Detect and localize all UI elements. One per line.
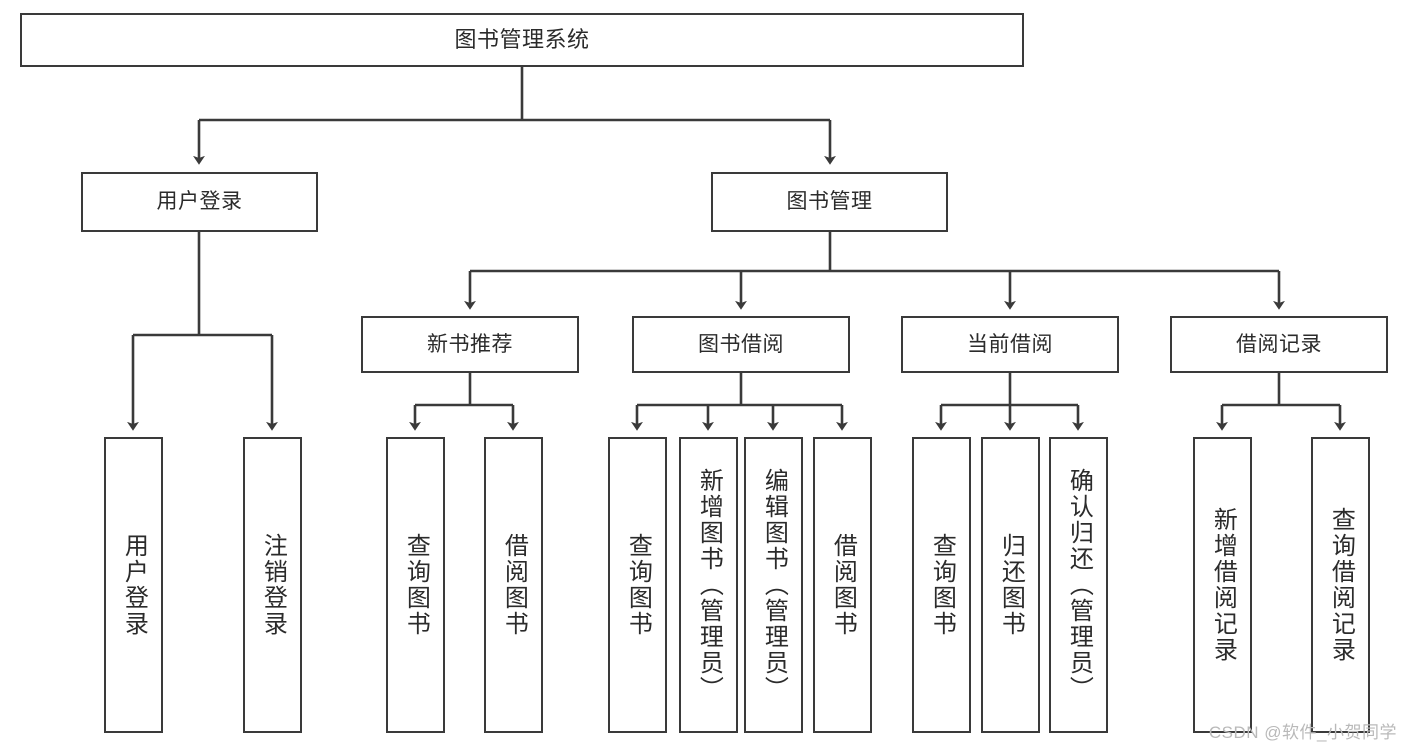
node-label: 借阅图书 <box>829 533 857 637</box>
node-label: 图书管理 <box>786 190 873 214</box>
node-label: 图书管理系统 <box>454 26 590 52</box>
leaf-logout[interactable]: 注销登录 <box>243 437 302 733</box>
node-label: 查询借阅记录 <box>1327 507 1355 663</box>
node-book-management[interactable]: 图书管理 <box>711 172 948 232</box>
node-label: 借阅图书 <box>500 533 528 637</box>
node-label: 确认归还（管理员） <box>1065 468 1093 702</box>
node-label: 编辑图书（管理员） <box>760 468 788 702</box>
node-label: 归还图书 <box>997 533 1025 637</box>
node-label: 图书借阅 <box>698 332 784 356</box>
leaf-confirm-return-admin[interactable]: 确认归还（管理员） <box>1049 437 1108 733</box>
node-label: 查询图书 <box>928 533 956 637</box>
leaf-borrow-books[interactable]: 借阅图书 <box>813 437 872 733</box>
leaf-query-books-new[interactable]: 查询图书 <box>386 437 445 733</box>
node-label: 新书推荐 <box>427 332 513 356</box>
node-label: 注销登录 <box>259 533 287 637</box>
node-label: 当前借阅 <box>967 332 1053 356</box>
leaf-borrow-books-new[interactable]: 借阅图书 <box>484 437 543 733</box>
node-root-book-management-system[interactable]: 图书管理系统 <box>20 13 1024 67</box>
node-current-borrowing[interactable]: 当前借阅 <box>901 316 1119 373</box>
node-label: 用户登录 <box>156 190 243 214</box>
leaf-query-borrow-record[interactable]: 查询借阅记录 <box>1311 437 1370 733</box>
node-borrow-records[interactable]: 借阅记录 <box>1170 316 1388 373</box>
leaf-user-login[interactable]: 用户登录 <box>104 437 163 733</box>
node-new-book-recommendation[interactable]: 新书推荐 <box>361 316 579 373</box>
node-label: 查询图书 <box>402 533 430 637</box>
node-label: 借阅记录 <box>1236 332 1322 356</box>
leaf-query-books-current[interactable]: 查询图书 <box>912 437 971 733</box>
leaf-query-books-borrow[interactable]: 查询图书 <box>608 437 667 733</box>
node-label: 新增借阅记录 <box>1209 507 1237 663</box>
node-label: 查询图书 <box>624 533 652 637</box>
node-label: 新增图书（管理员） <box>695 468 723 702</box>
leaf-add-borrow-record[interactable]: 新增借阅记录 <box>1193 437 1252 733</box>
leaf-add-book-admin[interactable]: 新增图书（管理员） <box>679 437 738 733</box>
node-user-login[interactable]: 用户登录 <box>81 172 318 232</box>
node-book-borrowing[interactable]: 图书借阅 <box>632 316 850 373</box>
node-label: 用户登录 <box>120 533 148 637</box>
leaf-return-books[interactable]: 归还图书 <box>981 437 1040 733</box>
leaf-edit-book-admin[interactable]: 编辑图书（管理员） <box>744 437 803 733</box>
